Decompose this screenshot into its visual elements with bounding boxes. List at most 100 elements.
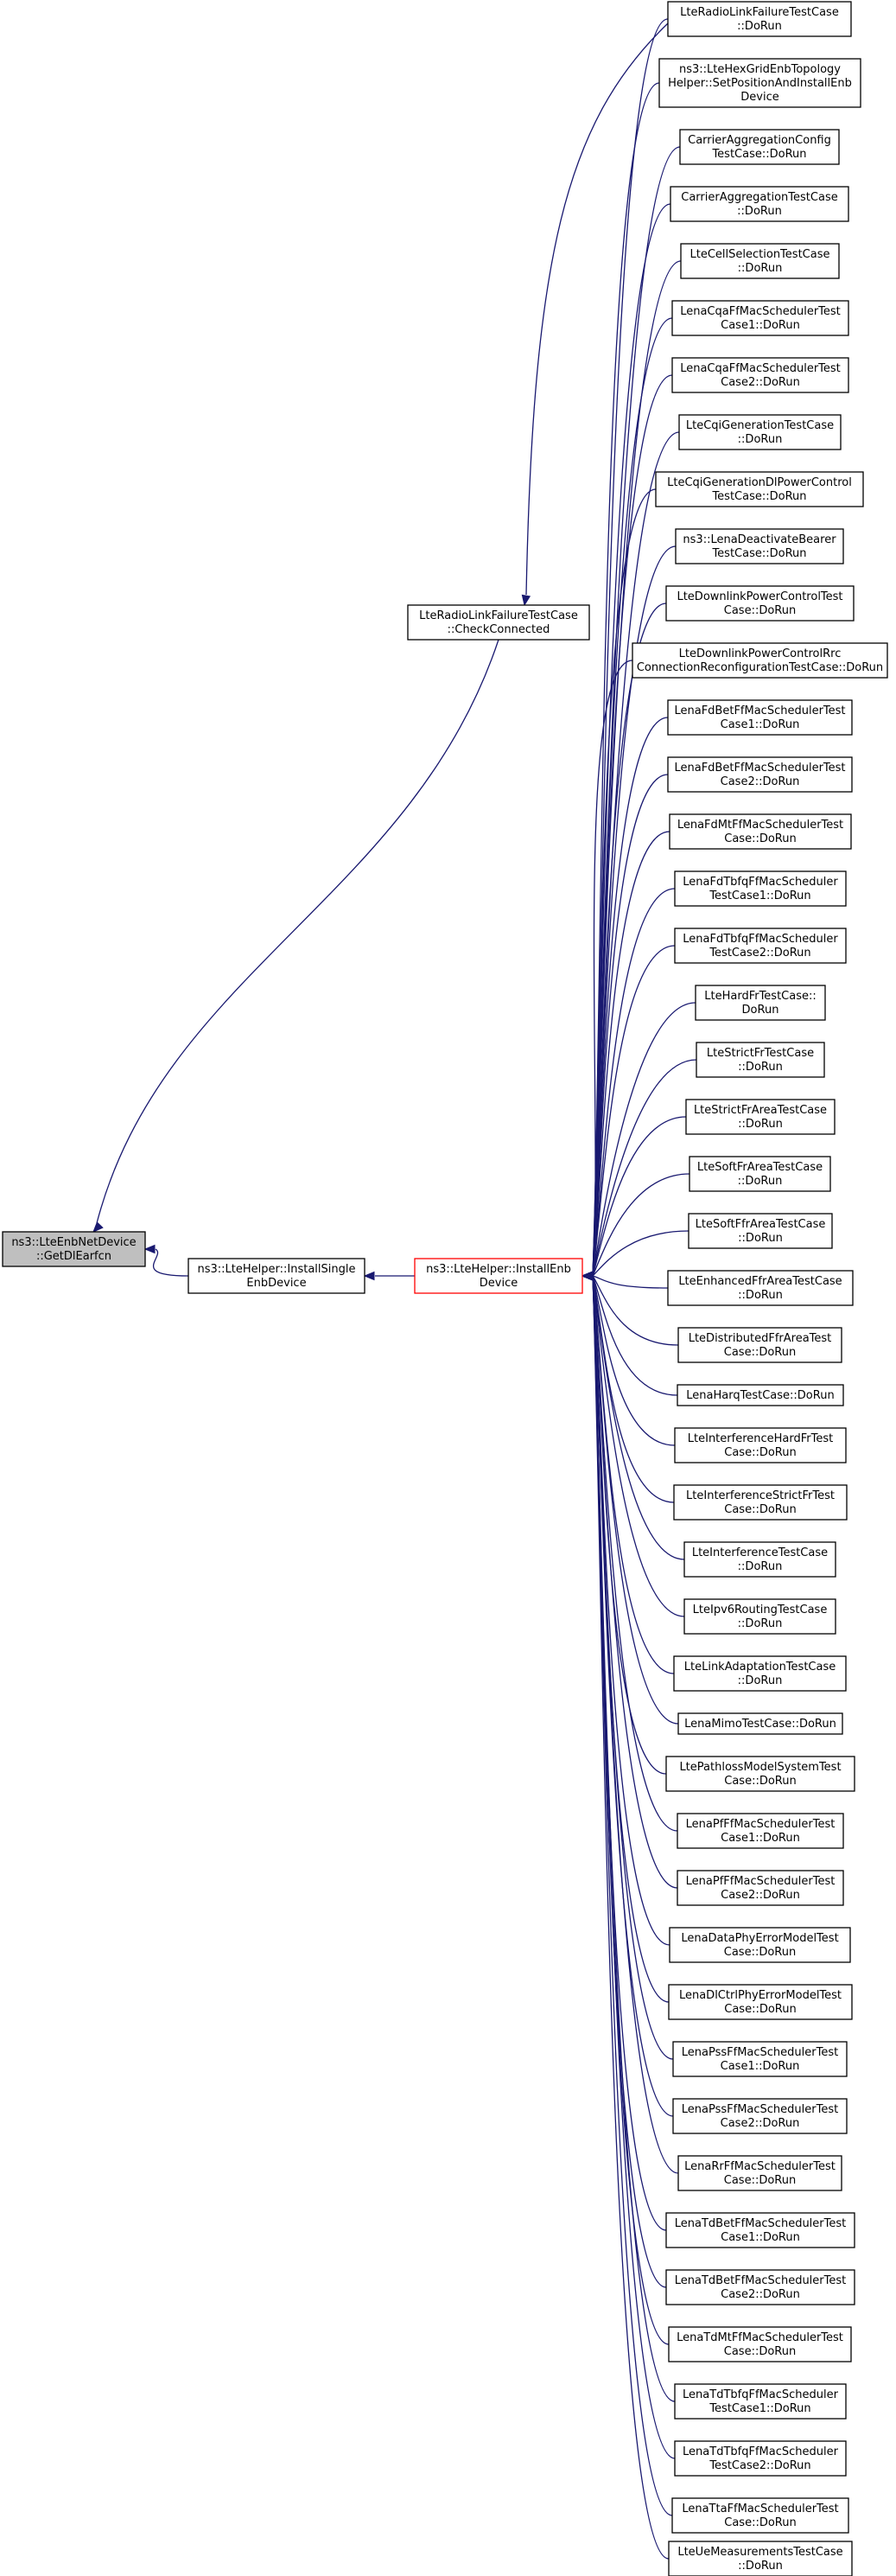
node-label-line: LenaTdMtFfMacSchedulerTest [677, 2331, 843, 2344]
edges-layer [92, 18, 697, 2560]
node-label-line: LteDownlinkPowerControlRrc [679, 647, 842, 660]
node-label-line: ::DoRun [738, 1617, 783, 1630]
node-box [696, 1042, 825, 1078]
graph-node-c30[interactable]: LenaMimoTestCase::DoRun [677, 1712, 843, 1735]
edge-line [592, 1275, 679, 2174]
graph-node-c00[interactable]: LteRadioLinkFailureTestCase::DoRun [667, 1, 852, 37]
node-box [668, 1984, 853, 2020]
node-box [632, 642, 888, 679]
graph-node-c19[interactable]: LteStrictFrAreaTestCase::DoRun [685, 1099, 836, 1135]
node-box [674, 2440, 847, 2477]
graph-node-c17[interactable]: LteHardFrTestCase::DoRun [695, 985, 826, 1021]
node-label-line: TestCase2::DoRun [709, 2459, 810, 2472]
graph-edge [143, 1244, 189, 1277]
graph-node-c18[interactable]: LteStrictFrTestCase::DoRun [696, 1042, 825, 1078]
node-label-line: EnbDevice [246, 1277, 306, 1290]
graph-node-c28[interactable]: LteIpv6RoutingTestCase::DoRun [683, 1598, 836, 1635]
edge-line [592, 1275, 678, 1396]
arrowhead [581, 1271, 593, 1281]
graph-node-c27[interactable]: LteInterferenceTestCase::DoRun [683, 1541, 836, 1578]
graph-edge [92, 639, 499, 1233]
graph-node-c07[interactable]: LteCqiGenerationTestCase::DoRun [678, 414, 842, 450]
node-box [665, 1756, 855, 1792]
edge-line [592, 1059, 697, 1277]
node-label-line: LteLinkAdaptationTestCase [684, 1661, 836, 1674]
graph-node-c29[interactable]: LteLinkAdaptationTestCase::DoRun [673, 1655, 847, 1692]
node-label-line: Case1::DoRun [721, 319, 800, 332]
graph-node-c11[interactable]: LteDownlinkPowerControlRrcConnectionReco… [632, 642, 888, 679]
node-label-line: LenaFdTbfqFfMacScheduler [683, 876, 838, 889]
arrowhead [143, 1244, 156, 1254]
node-box [672, 2098, 848, 2134]
graph-node-c21[interactable]: LteSoftFfrAreaTestCase::DoRun [688, 1213, 833, 1249]
node-box [655, 471, 864, 507]
node-box [414, 1258, 583, 1294]
graph-edge [581, 1271, 667, 2231]
edge-line [592, 1275, 676, 2459]
node-box [187, 1258, 365, 1294]
node-box [674, 928, 847, 964]
node-box [677, 1384, 844, 1406]
node-label-line: LenaFdMtFfMacSchedulerTest [677, 819, 843, 832]
edge-line [592, 374, 673, 1277]
node-label-line: ::CheckConnected [448, 623, 550, 636]
node-box [677, 1712, 843, 1735]
node-label-line: Case::DoRun [724, 1346, 796, 1359]
node-box [668, 2541, 853, 2576]
graph-node-c22[interactable]: LteEnhancedFfrAreaTestCase::DoRun [667, 1270, 854, 1306]
edge-line [592, 1275, 669, 1289]
node-label-line: LenaMimoTestCase::DoRun [684, 1718, 836, 1731]
node-box [667, 1270, 854, 1306]
graph-node-c03[interactable]: CarrierAggregationTestCase::DoRun [670, 186, 849, 222]
node-box [672, 2041, 848, 2077]
graph-node-c24[interactable]: LenaHarqTestCase::DoRun [677, 1384, 844, 1406]
graph-node-c08[interactable]: LteCqiGenerationDlPowerControlTestCase::… [655, 471, 864, 507]
graph-node-c01[interactable]: ns3::LteHexGridEnbTopologyHelper::SetPos… [658, 58, 861, 108]
node-label-line: ::DoRun [738, 1674, 783, 1687]
node-box [665, 2212, 855, 2248]
graph-node-checkconnected[interactable]: LteRadioLinkFailureTestCase::CheckConnec… [407, 604, 590, 641]
graph-node-c04[interactable]: LteCellSelectionTestCase::DoRun [680, 243, 840, 279]
node-label-line: ::DoRun [738, 1061, 783, 1074]
graph-node-c20[interactable]: LteSoftFrAreaTestCase::DoRun [689, 1156, 831, 1192]
node-box [671, 300, 849, 336]
node-label-line: LenaFdBetFfMacSchedulerTest [674, 762, 845, 775]
node-label-line: ns3::LteHexGridEnbTopology [679, 63, 841, 76]
node-label-line: Helper::SetPositionAndInstallEnb [668, 77, 852, 90]
node-label-line: Case::DoRun [724, 1446, 796, 1459]
graph-node-c45[interactable]: LteUeMeasurementsTestCase::DoRun [668, 2541, 853, 2576]
node-label-line: LenaCqaFfMacSchedulerTest [680, 305, 841, 318]
graph-node-getdlearfcn[interactable]: ns3::LteEnbNetDevice::GetDlEarfcn [2, 1231, 146, 1267]
node-label-line: LteDistributedFfrAreaTest [689, 1332, 832, 1345]
